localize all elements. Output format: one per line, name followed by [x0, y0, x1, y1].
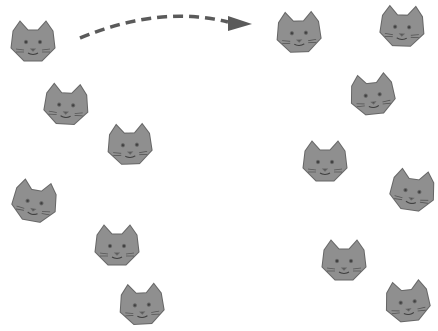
- right-cat-face-icon-2: [379, 5, 424, 47]
- arrow-head-icon: [228, 16, 252, 31]
- right-cat-face-icon-1: [276, 11, 321, 53]
- left-cat-face-icon-6: [95, 225, 139, 265]
- right-cat-face-icon-7: [384, 279, 432, 323]
- dashed-arrow: [80, 16, 252, 38]
- right-cat-group: [276, 5, 437, 323]
- left-cat-face-icon-1: [11, 21, 55, 61]
- right-cat-face-icon-4: [303, 141, 347, 181]
- dashed-arrow-icon: [80, 16, 228, 38]
- left-cat-face-icon-2: [43, 83, 89, 125]
- right-cat-face-icon-5: [388, 167, 437, 213]
- left-cat-face-icon-5: [10, 178, 60, 225]
- left-cat-face-icon-4: [107, 123, 152, 165]
- right-cat-face-icon-3: [349, 72, 397, 116]
- left-cat-face-icon-7: [119, 283, 165, 325]
- left-cat-group: [10, 21, 165, 325]
- right-cat-face-icon-6: [322, 240, 366, 280]
